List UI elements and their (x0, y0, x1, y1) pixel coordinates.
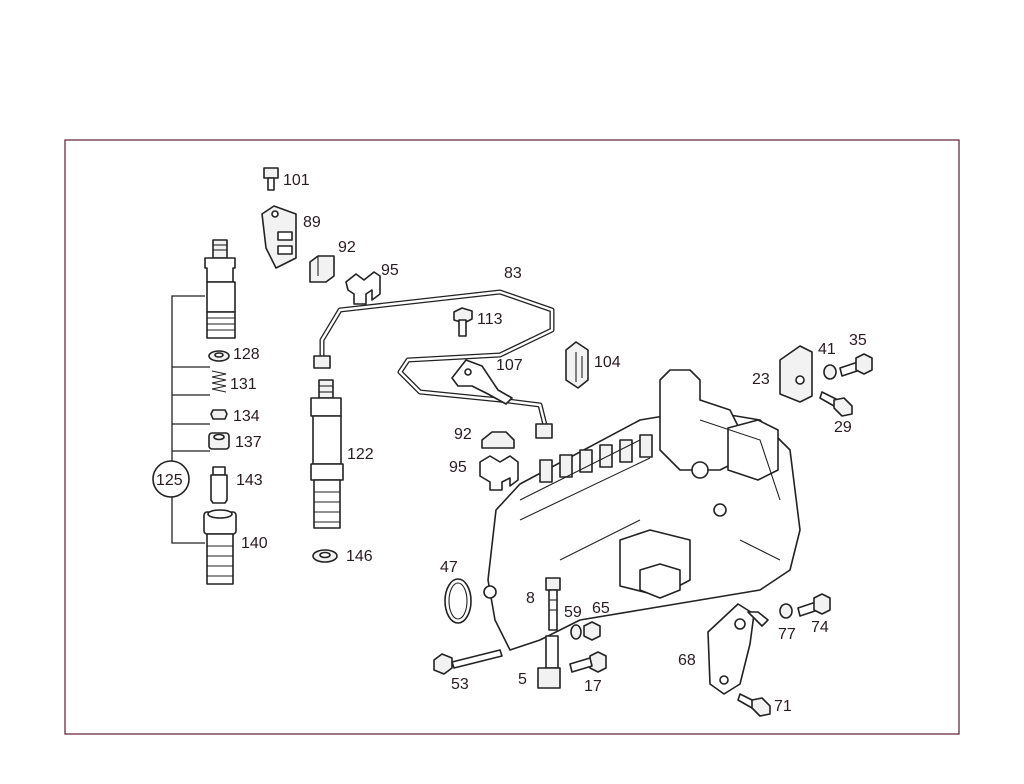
label-17: 17 (584, 678, 602, 695)
nozzle-nut-140 (203, 509, 237, 585)
spacer-134 (210, 409, 228, 420)
bolt-17 (569, 651, 607, 673)
connector-104 (565, 341, 589, 389)
pin-8 (545, 577, 561, 631)
label-47: 47 (440, 559, 458, 576)
label-104: 104 (594, 354, 621, 371)
label-29: 29 (834, 419, 852, 436)
diagram-frame (64, 139, 960, 735)
label-23: 23 (752, 371, 770, 388)
label-107: 107 (496, 357, 523, 374)
label-140: 140 (241, 535, 268, 552)
clip-95-lower (479, 455, 519, 491)
clamp-89 (261, 205, 297, 269)
label-125: 125 (156, 472, 183, 489)
label-143: 143 (236, 472, 263, 489)
label-101: 101 (283, 172, 310, 189)
bracket-68 (707, 603, 769, 695)
bolt-35 (839, 353, 873, 377)
label-131: 131 (230, 376, 257, 393)
label-92-top: 92 (338, 239, 356, 256)
bolt-101 (263, 167, 279, 191)
injector-122 (310, 379, 344, 529)
bracket-23 (779, 345, 813, 403)
label-68: 68 (678, 652, 696, 669)
label-92-lower: 92 (454, 426, 472, 443)
injector-left (204, 239, 236, 339)
insert-92-lower (481, 431, 515, 449)
bolt-29 (819, 391, 853, 417)
label-122: 122 (347, 446, 374, 463)
washer-146 (312, 549, 338, 563)
label-35: 35 (849, 332, 867, 349)
label-59: 59 (564, 604, 582, 621)
label-95-lower: 95 (449, 459, 467, 476)
label-5: 5 (518, 671, 527, 688)
label-41: 41 (818, 341, 836, 358)
washer-41 (823, 364, 837, 380)
label-137: 137 (235, 434, 262, 451)
label-128: 128 (233, 346, 260, 363)
insert-92-top (309, 255, 335, 283)
washer-77 (779, 603, 793, 619)
group-125-circle (152, 460, 190, 498)
spring-131 (211, 370, 227, 393)
label-89: 89 (303, 214, 321, 231)
washer-128 (208, 350, 230, 362)
label-83: 83 (504, 265, 522, 282)
label-53: 53 (451, 676, 469, 693)
clamp-107 (451, 359, 513, 405)
label-65: 65 (592, 600, 610, 617)
bolt-113 (453, 307, 473, 337)
injection-pump (483, 369, 801, 651)
bolt-53 (433, 649, 503, 675)
assembly-bracket (171, 295, 210, 544)
clip-95-top (345, 271, 381, 305)
o-ring-47 (444, 578, 472, 624)
label-74: 74 (811, 619, 829, 636)
lever-5 (537, 635, 561, 689)
label-113: 113 (477, 311, 503, 328)
label-77: 77 (778, 626, 796, 643)
washer-59 (570, 624, 582, 640)
label-8: 8 (526, 590, 535, 607)
intermediate-137 (208, 432, 230, 450)
nozzle-143 (210, 466, 228, 504)
label-71: 71 (774, 698, 792, 715)
label-134: 134 (233, 408, 260, 425)
label-146: 146 (346, 548, 373, 565)
label-95-top: 95 (381, 262, 399, 279)
nut-65 (583, 621, 601, 641)
bolt-71 (737, 693, 771, 717)
bolt-74 (797, 593, 831, 617)
